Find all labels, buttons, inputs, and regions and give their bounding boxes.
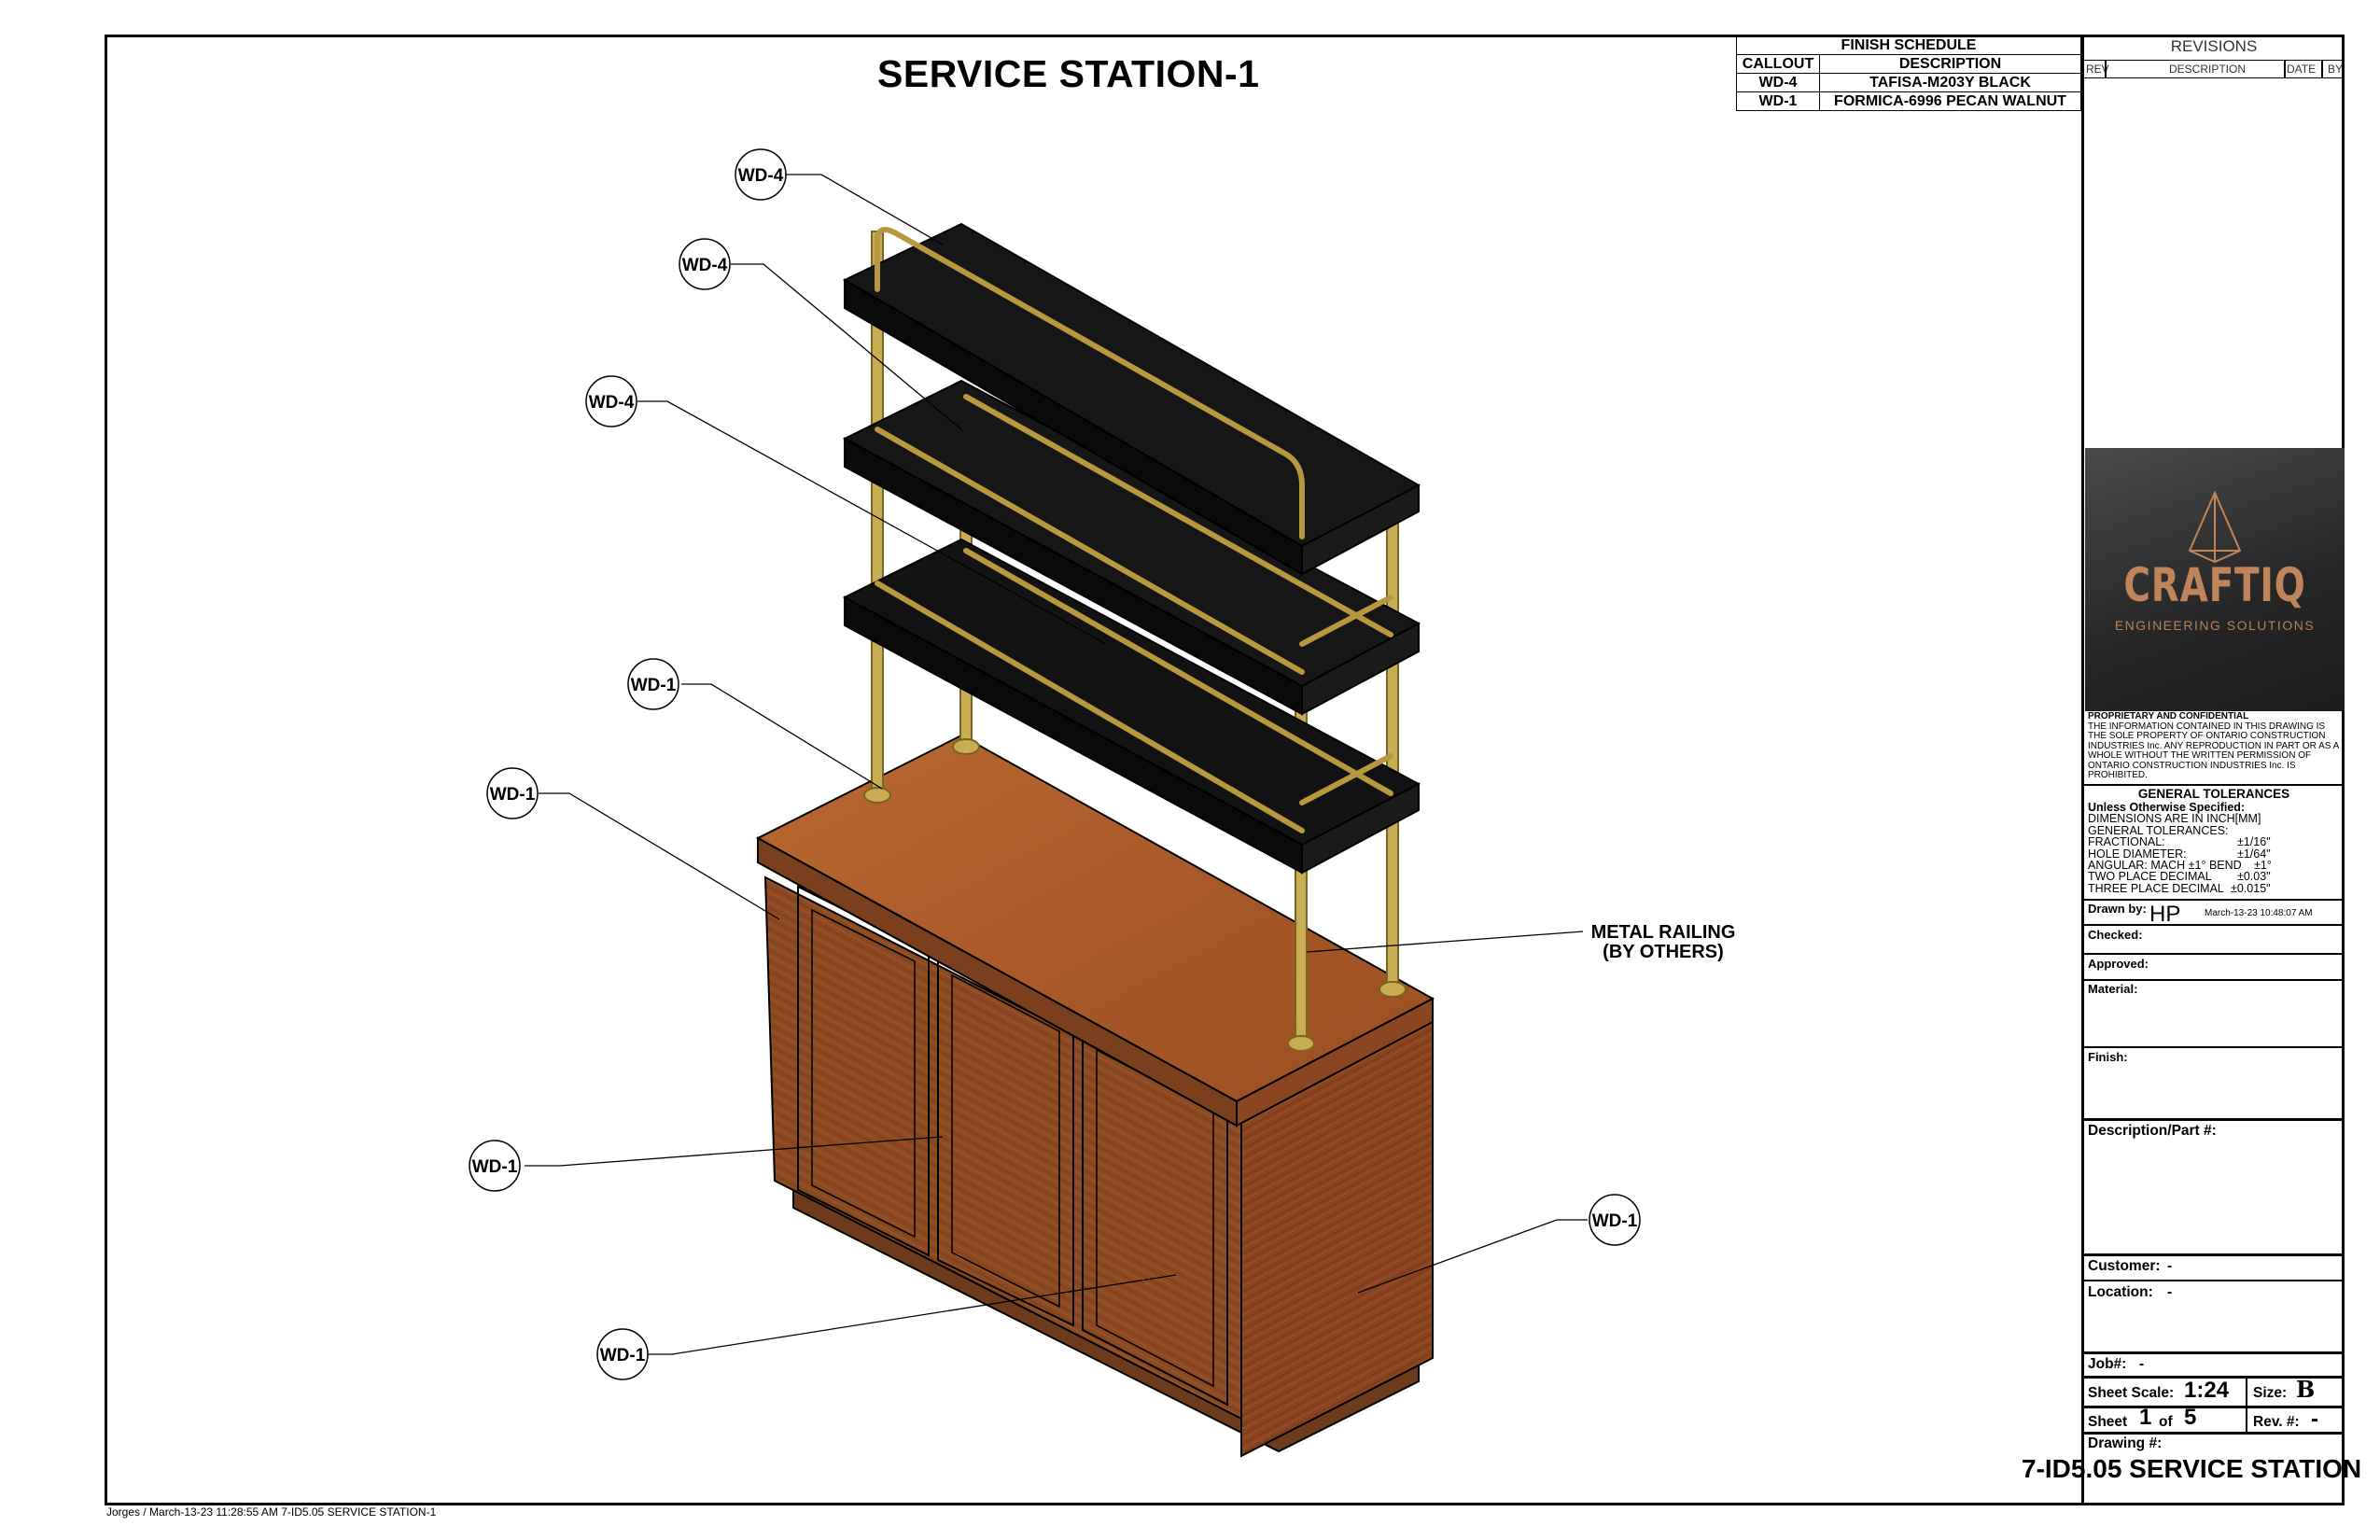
shelf-bottom	[842, 538, 1421, 875]
drawn-by-label: Drawn by:	[2088, 902, 2147, 916]
sheet-total: 5	[2184, 1405, 2197, 1430]
approved-label: Approved:	[2088, 957, 2149, 971]
customer-value: -	[2167, 1258, 2173, 1274]
callout-wd4-middle	[679, 238, 731, 290]
finish-description: FORMICA-6996 PECAN WALNUT	[1819, 91, 2081, 111]
tolerance-label: DIMENSIONS ARE IN INCH[MM]	[2088, 812, 2261, 826]
description-label: Description/Part #:	[2088, 1123, 2217, 1139]
tolerance-label: THREE PLACE DECIMAL	[2088, 881, 2224, 895]
callout-label: WD-4	[589, 393, 635, 413]
finish-callout: WD-4	[1736, 73, 1820, 92]
tolerance-label: TWO PLACE DECIMAL	[2088, 870, 2212, 884]
logo-name: CRAFTIQ	[2123, 558, 2306, 612]
finish-description: TAFISA-M203Y BLACK	[1819, 73, 2081, 92]
checked-label: Checked:	[2088, 928, 2143, 942]
callout-wd4-top	[735, 148, 787, 201]
countertop	[755, 734, 1435, 1127]
drawn-by-value: HP	[2149, 902, 2181, 927]
callout-label: WD-1	[1592, 1211, 1638, 1231]
rev-col: REV	[2086, 63, 2109, 76]
railing-note-line2: (BY OTHERS)	[1603, 942, 1724, 962]
drawing-number-label: Drawing #:	[2088, 1435, 2163, 1451]
finish-label: Finish:	[2088, 1050, 2128, 1064]
logo-pyramid-icon	[2188, 490, 2242, 564]
callout-wd1-counter	[627, 658, 679, 710]
scale-value: 1:24	[2184, 1378, 2230, 1403]
customer-label: Customer:	[2088, 1258, 2161, 1274]
tolerance-label: HOLE DIAMETER:	[2088, 847, 2187, 861]
callout-labels: WD-4 WD-4 WD-4 WD-1 WD-1 WD-1 WD-1 WD-1	[472, 166, 1638, 1365]
location-label: Location:	[2088, 1284, 2153, 1300]
callout-label: WD-1	[472, 1157, 518, 1177]
callout-label: WD-4	[682, 256, 728, 275]
callout-wd1-door	[469, 1140, 521, 1192]
callout-bubbles	[469, 148, 1641, 1380]
finish-schedule: FINISH SCHEDULE CALLOUT DESCRIPTION WD-4…	[1736, 35, 2081, 111]
col-description: DESCRIPTION	[1819, 54, 2081, 74]
railing-note: METAL RAILING (BY OTHERS)	[1591, 922, 1736, 962]
scale-label: Sheet Scale:	[2088, 1385, 2175, 1401]
job-label: Job#:	[2088, 1356, 2127, 1372]
sheet-value: 1	[2139, 1405, 2152, 1430]
rev-date-col: DATE	[2287, 63, 2317, 76]
railing-note-line1: METAL RAILING	[1591, 922, 1736, 943]
tolerances-subtitle: Unless Otherwise Specified:	[2088, 801, 2246, 814]
rev-by-col: BY	[2328, 63, 2344, 76]
tolerances-title: GENERAL TOLERANCES	[2137, 787, 2290, 801]
callout-wd1-edge	[486, 767, 539, 819]
tolerance-label: FRACTIONAL:	[2088, 835, 2165, 849]
callout-wd1-side	[1589, 1194, 1641, 1246]
finish-row: WD-4 TAFISA-M203Y BLACK	[1736, 73, 2081, 92]
drawing-title: SERVICE STATION-1	[877, 52, 1260, 95]
company-logo	[2085, 448, 2345, 711]
metal-railing	[875, 227, 1393, 833]
footer-note: Jorges / March-13-23 11:28:55 AM 7-ID5.0…	[106, 1505, 437, 1519]
rev-label: Rev. #:	[2253, 1414, 2300, 1430]
location-value: -	[2167, 1284, 2173, 1300]
tolerance-value: ±1/64"	[2237, 847, 2271, 861]
shelf-middle	[842, 379, 1421, 716]
callout-wd1-front	[596, 1328, 649, 1380]
callout-label: WD-1	[600, 1346, 646, 1365]
tolerance-label: GENERAL TOLERANCES:	[2088, 823, 2229, 837]
size-label: Size:	[2253, 1385, 2288, 1401]
proprietary-heading: PROPRIETARY AND CONFIDENTIAL	[2088, 711, 2249, 721]
rev-value: -	[2311, 1407, 2318, 1432]
tolerance-label: ANGULAR: MACH ±1° BEND	[2088, 858, 2242, 872]
callout-label: WD-1	[631, 676, 677, 695]
leader-lines	[525, 174, 1588, 1355]
finish-callout: WD-1	[1736, 91, 1820, 111]
revisions-title: REVISIONS	[2083, 37, 2345, 61]
rev-description-col: DESCRIPTION	[2169, 63, 2247, 76]
callout-wd4-bottom	[585, 375, 637, 427]
shelf-top	[842, 222, 1421, 576]
of-label: of	[2159, 1414, 2173, 1430]
tolerance-value: ±0.03"	[2237, 870, 2271, 884]
tolerance-value: ±1/16"	[2237, 835, 2271, 849]
size-value: B	[2296, 1376, 2316, 1403]
drawing-number: 7-ID5.05 SERVICE STATION	[2022, 1454, 2362, 1483]
drawn-date: March-13-23 10:48:07 AM	[2205, 908, 2313, 918]
job-value: -	[2139, 1356, 2145, 1372]
tolerances: Unless Otherwise Specified: DIMENSIONS A…	[2088, 801, 2342, 895]
title-block	[2081, 35, 2345, 1505]
callout-label: WD-4	[738, 166, 784, 186]
callout-label: WD-1	[490, 785, 536, 805]
material-label: Material:	[2088, 982, 2138, 996]
tolerance-value: ±0.015"	[2231, 881, 2271, 895]
proprietary-body: THE INFORMATION CONTAINED IN THIS DRAWIN…	[2088, 721, 2339, 780]
drawing-border	[105, 35, 2345, 1505]
proprietary-notice: PROPRIETARY AND CONFIDENTIAL THE INFORMA…	[2088, 711, 2342, 781]
finish-row: WD-1 FORMICA-6996 PECAN WALNUT	[1736, 91, 2081, 111]
tolerance-value: ±1°	[2254, 858, 2272, 872]
col-callout: CALLOUT	[1736, 54, 1820, 74]
revisions-header: REV DESCRIPTION DATE BY	[2083, 61, 2345, 78]
sheet-label: Sheet	[2088, 1414, 2128, 1430]
logo-tagline: ENGINEERING SOLUTIONS	[2114, 618, 2316, 633]
